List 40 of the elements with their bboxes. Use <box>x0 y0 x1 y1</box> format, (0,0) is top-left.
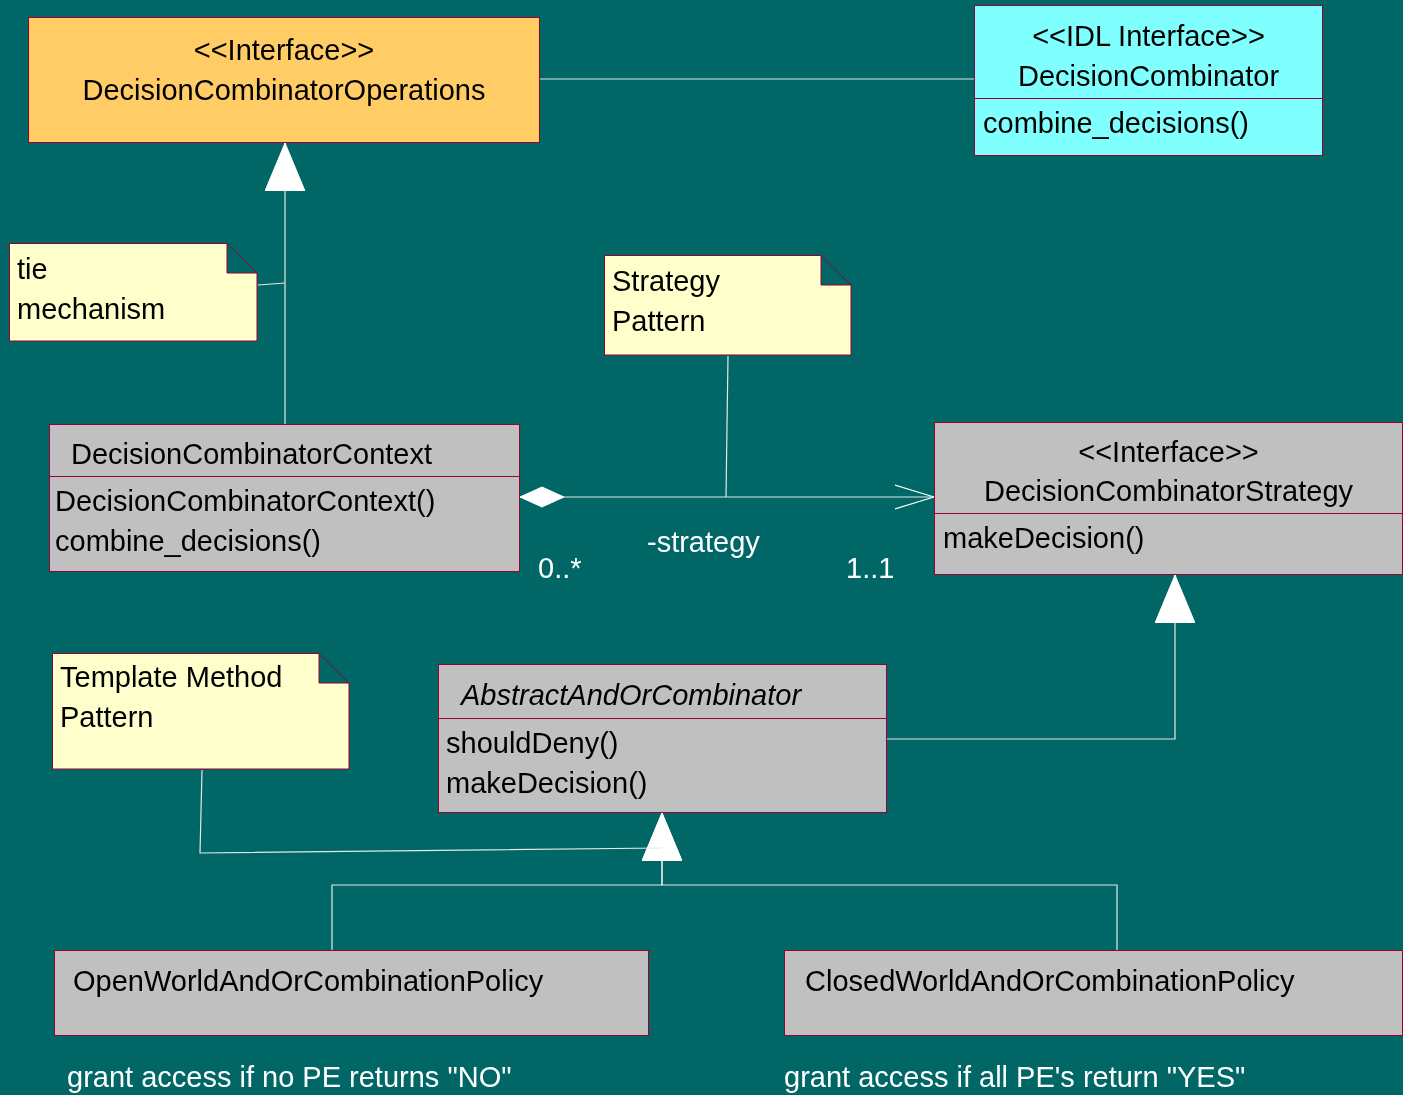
leader-line <box>199 769 663 854</box>
class-text: <<Interface>> <box>1078 436 1259 468</box>
edge-label: -strategy <box>647 525 760 560</box>
inheritance-arrow <box>264 142 306 425</box>
leader-line <box>725 355 729 498</box>
class-text: OpenWorldAndOrCombinationPolicy <box>73 964 544 999</box>
class-box <box>54 950 649 1036</box>
multiplicity-label: 1..1 <box>846 551 895 586</box>
note-text: grant access if no PE returns "NO" <box>67 1060 512 1095</box>
class-text: shouldDeny() makeDecision() <box>446 726 649 801</box>
note-text: grant access if all PE's return "YES" <box>784 1060 1246 1095</box>
class-box <box>974 5 1323 156</box>
note-text: Template Method Pattern <box>60 660 284 735</box>
class-name: AbstractAndOrCombinator <box>461 678 802 713</box>
class-text: combine_decisions() <box>983 106 1249 141</box>
inheritance-arrow <box>886 574 1196 740</box>
leader-line <box>257 282 286 286</box>
class-name: DecisionCombinatorContext <box>71 437 433 472</box>
class-text: ClosedWorldAndOrCombinationPolicy <box>805 964 1295 999</box>
inheritance-arrow <box>641 812 1118 951</box>
class-box <box>934 422 1403 575</box>
class-box <box>49 424 520 572</box>
association-line <box>539 78 975 80</box>
note-text: tie mechanism <box>17 252 167 327</box>
class-text: <<Interface>> <box>193 34 375 66</box>
class-text: DecisionCombinatorStrategy <box>983 475 1354 507</box>
class-box <box>438 664 887 813</box>
class-text: DecisionCombinatorOperations <box>82 74 486 106</box>
class-text: <<IDL Interface>> <box>1032 20 1265 52</box>
note-shape <box>52 653 350 770</box>
aggregation-arrow <box>519 484 935 510</box>
class-text: DecisionCombinator <box>1017 60 1280 92</box>
note-shape <box>9 243 258 342</box>
class-text: makeDecision() <box>943 521 1145 556</box>
note-shape <box>604 255 852 356</box>
class-box <box>784 950 1403 1036</box>
class-text: DecisionCombinatorContext() combine_decisions() <box>55 484 437 559</box>
multiplicity-label: 0..* <box>538 551 582 586</box>
note-text: Strategy Pattern <box>612 264 721 339</box>
class-box <box>28 17 540 143</box>
